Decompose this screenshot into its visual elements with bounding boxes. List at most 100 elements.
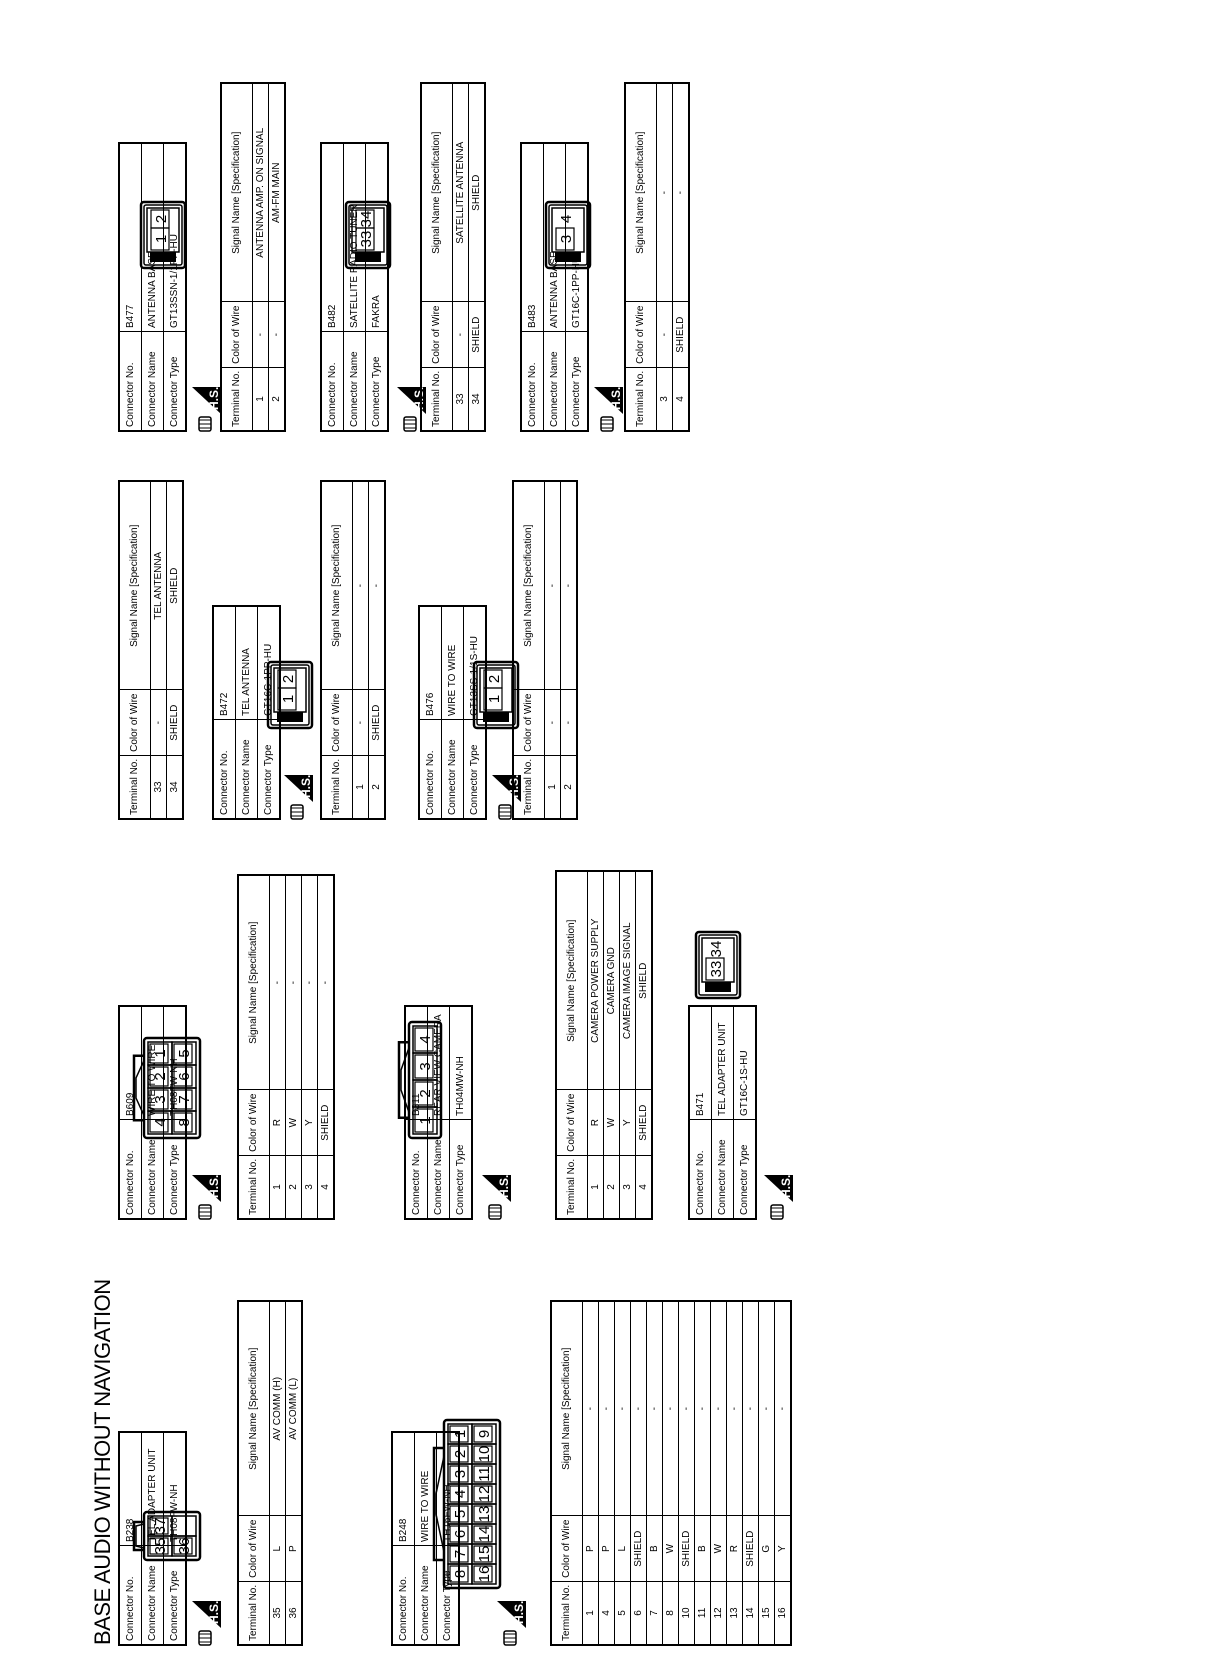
color-of-wire-header: Color of Wire (119, 690, 151, 756)
wire-color-cell: G (758, 1516, 775, 1582)
hs-harness-side-icon: H.S. (395, 386, 427, 432)
signal-name-header: Signal Name [Specification] (513, 481, 545, 690)
wire-color-cell: L (614, 1516, 631, 1582)
signal-name-cell: - (614, 1301, 631, 1516)
terminal-no-cell: 13 (726, 1581, 743, 1645)
connector-name-label: Connector Name (235, 719, 258, 819)
hs-harness-side-icon: H.S. (190, 1174, 222, 1220)
pin-number: 6 (176, 1072, 193, 1080)
connector-name-value: TEL ANTENNA (235, 606, 258, 720)
pin-number: 7 (452, 1550, 469, 1558)
connector-no-label: Connector No. (119, 331, 142, 431)
signal-name-cell: - (630, 1301, 647, 1516)
pin-number: 9 (476, 1430, 493, 1438)
signal-name-cell: - (269, 875, 286, 1090)
terminal-no-cell: 36 (285, 1581, 302, 1645)
hs-harness-side-icon: H.S. (490, 774, 522, 820)
connector-name-label: Connector Name (543, 331, 566, 431)
signal-name-cell: - (352, 481, 369, 690)
connector-no-label: Connector No. (213, 719, 236, 819)
signal-name-cell: - (598, 1301, 615, 1516)
terminal-no-header: Terminal No. (551, 1581, 583, 1645)
wire-color-cell: SHIELD (742, 1516, 759, 1582)
hs-label: H.S. (779, 1175, 793, 1198)
color-of-wire-header: Color of Wire (513, 690, 545, 756)
hs-label: H.S. (512, 1601, 526, 1624)
terminal-no-cell: 34 (166, 755, 183, 819)
connector-no-label: Connector No. (392, 1545, 415, 1645)
wire-color-cell: R (726, 1516, 743, 1582)
pin-number: 1 (280, 695, 297, 703)
pin-number: 36 (176, 1538, 193, 1555)
terminal-no-header: Terminal No. (221, 367, 253, 431)
connector-type-label: Connector Type (449, 1119, 472, 1219)
signal-name-cell: TEL ANTENNA (150, 481, 167, 690)
terminal-no-cell: 35 (269, 1581, 286, 1645)
hs-harness-side-icon: H.S. (480, 1174, 512, 1220)
terminal-no-cell: 2 (560, 755, 577, 819)
connector-name-label: Connector Name (343, 331, 366, 431)
signal-name-cell: SHIELD (166, 481, 183, 690)
wire-color-cell: P (598, 1516, 615, 1582)
signal-name-cell: SHIELD (635, 871, 652, 1090)
terminal-no-cell: 14 (742, 1581, 759, 1645)
terminal-no-cell: 2 (603, 1155, 620, 1219)
pin-number: 12 (476, 1486, 493, 1503)
signal-name-cell: - (694, 1301, 711, 1516)
signal-name-cell: - (285, 875, 302, 1090)
terminal-no-cell: 7 (646, 1581, 663, 1645)
pin-number: 14 (476, 1526, 493, 1543)
wire-color-cell: - (150, 690, 167, 756)
pin-number: 1 (486, 695, 503, 703)
signal-name-header: Signal Name [Specification] (238, 875, 270, 1090)
wire-color-cell: SHIELD (166, 690, 183, 756)
pin-number: 4 (558, 215, 575, 223)
signal-name-cell: - (301, 875, 318, 1090)
table-row: 3-- (656, 83, 673, 431)
terminal-no-cell: 3 (656, 367, 673, 431)
wire-color-cell: W (603, 1090, 620, 1156)
signal-name-cell: - (646, 1301, 663, 1516)
wire-color-cell: - (352, 690, 369, 756)
connector-name-label: Connector Name (141, 331, 164, 431)
signal-name-cell: - (774, 1301, 791, 1516)
connector-name-label: Connector Name (711, 1119, 734, 1219)
pin-number: 2 (280, 675, 297, 683)
pin-number: 4 (152, 1118, 169, 1126)
pin-number: 1 (152, 1049, 169, 1057)
terminal-no-header: Terminal No. (119, 755, 151, 819)
pin-number: 35 (152, 1538, 169, 1555)
signal-name-cell: CAMERA IMAGE SIGNAL (619, 871, 636, 1090)
table-row: 2-AM-FM MAIN (268, 83, 285, 431)
wire-color-cell: - (656, 302, 673, 368)
terminal-no-cell: 6 (630, 1581, 647, 1645)
hs-label: H.S. (207, 1601, 221, 1624)
terminal-no-cell: 1 (544, 755, 561, 819)
pin-number: 1 (452, 1430, 469, 1438)
signal-name-cell: - (742, 1301, 759, 1516)
terminal-no-header: Terminal No. (321, 755, 353, 819)
connector-no-label: Connector No. (521, 331, 544, 431)
terminal-no-cell: 4 (317, 1155, 334, 1219)
pin-number: 3 (558, 235, 575, 243)
pin-number: 2 (153, 215, 170, 223)
pin-number: 3 (417, 1062, 434, 1070)
wire-color-cell: R (269, 1090, 286, 1156)
signal-name-header: Signal Name [Specification] (238, 1301, 270, 1516)
terminal-no-cell: 11 (694, 1581, 711, 1645)
